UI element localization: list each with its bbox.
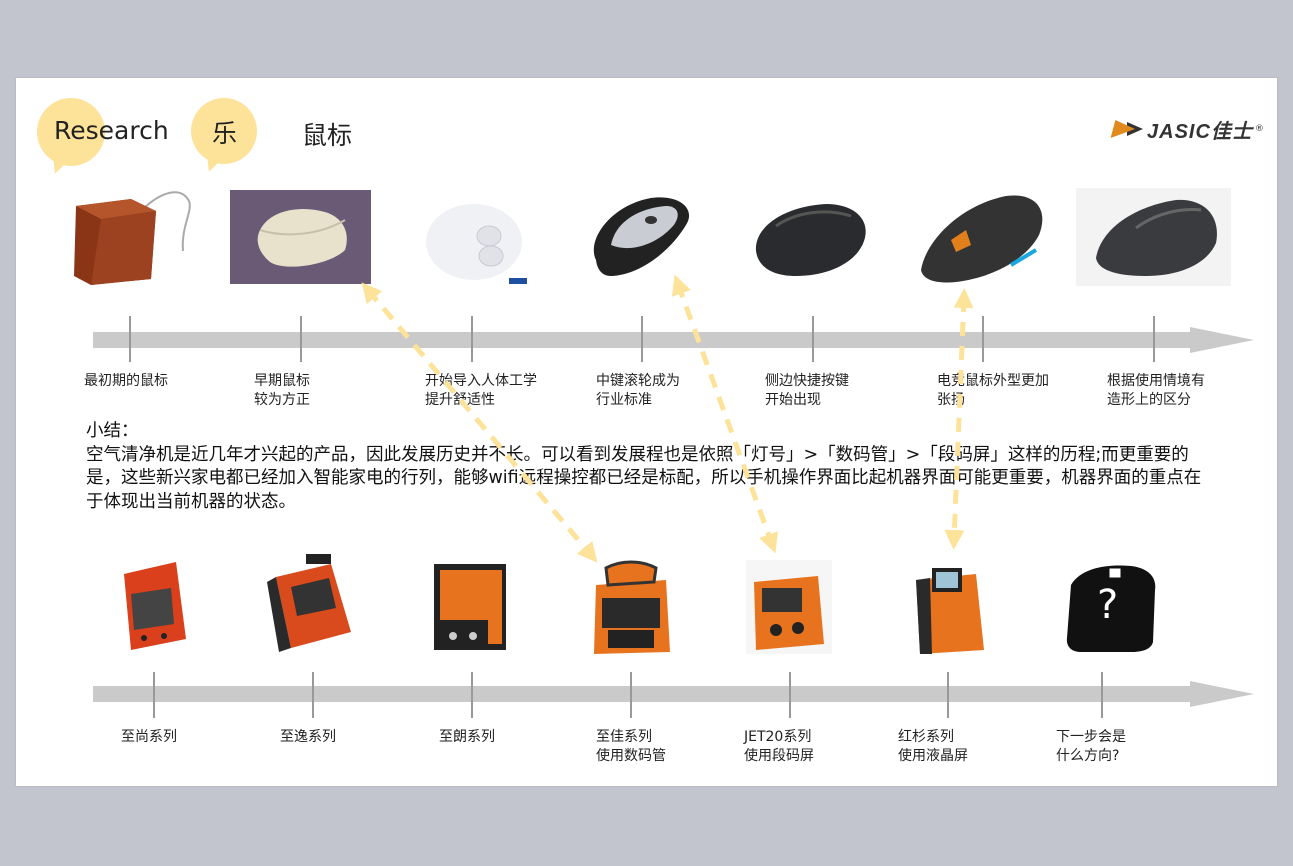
welder_timeline-label-line: 至朗系列 [439,729,495,745]
mouse_timeline-label: 最初期的鼠标 [84,372,168,391]
mouse_timeline-label: 中键滚轮成为行业标准 [596,372,680,410]
mouse_timeline-label-line: 行业标准 [596,392,652,408]
le-title: 乐 [212,119,238,148]
mouse_timeline-label-line: 张扬 [937,392,965,408]
mouse_timeline-label: 早期鼠标较为方正 [254,372,310,410]
mouse-image-gaming [911,190,1051,290]
summary-body: 空气清净机是近几年才兴起的产品，因此发展历史并不长。可以看到发展程也是依照「灯号… [86,444,1202,512]
mouse_timeline-label: 电竞鼠标外型更加张扬 [937,372,1049,410]
welder_timeline-label: JET20系列使用段码屏 [744,728,814,766]
welder_timeline-label-line: 下一步会是 [1056,729,1126,745]
mouse_timeline-tick [641,316,643,362]
welder-image-zhiyi [261,552,365,658]
mouse_timeline-tick [129,316,131,362]
mouse-image-contextual [1076,188,1231,286]
mouse_timeline-label-line: 电竞鼠标外型更加 [937,373,1049,389]
topic-title: 鼠标 [302,121,353,150]
mouse-timeline-axis [93,332,1203,348]
slide: Research 乐 鼠标 JASIC佳士 ® [16,78,1277,786]
mouse-timeline-arrow [1190,327,1254,353]
welder_timeline-label-line: 至佳系列 [596,729,652,745]
research-bubble [37,98,105,166]
mouse_timeline-label: 侧边快捷按键开始出现 [765,372,849,410]
mouse_timeline-label-line: 根据使用情境有 [1107,373,1205,389]
welder-image-hongshan [906,560,992,656]
jasic-logo: JASIC佳士 ® [1110,116,1268,143]
welder_timeline-label-line: 什么方向? [1056,748,1120,764]
welder_timeline-label-line: 至逸系列 [280,729,336,745]
mouse_timeline-label-line: 早期鼠标 [254,373,310,389]
mouse_timeline-label-line: 最初期的鼠标 [84,373,168,389]
welder-image-unknown: ? [1061,560,1161,654]
unknown-question-mark: ? [1097,582,1119,628]
summary-heading: 小结： [86,421,139,441]
welder_timeline-label: 下一步会是什么方向? [1056,728,1126,766]
welder_timeline-tick [789,672,791,718]
mouse_timeline-label-line: 侧边快捷按键 [765,373,849,389]
mouse-image-scroll-wheel [581,190,701,288]
le-bubble [191,98,257,164]
welder_timeline-label-line: 使用液晶屏 [898,748,968,764]
welder_timeline-label-line: JET20系列 [744,729,812,745]
mouse_timeline-label: 开始导入人体工学提升舒适性 [425,372,537,410]
mouse-image-wooden [71,181,197,286]
welder-image-zhishang [116,554,191,654]
mouse_timeline-tick [300,316,302,362]
mouse_timeline-label-line: 较为方正 [254,392,310,408]
welder_timeline-tick [947,672,949,718]
mouse_timeline-label-line: 开始出现 [765,392,821,408]
welder_timeline-label-line: 红杉系列 [898,729,954,745]
research-title: Research [54,116,169,145]
welder-image-zhilang [428,556,512,654]
logo-text: JASIC佳士 [1147,120,1253,143]
welder_timeline-label-line: 使用数码管 [596,748,666,764]
mouse-image-ergonomic [419,194,531,290]
welder-timeline-arrow [1190,681,1254,707]
mouse_timeline-label-line: 中键滚轮成为 [596,373,680,389]
welder-image-zhijia [586,560,676,656]
mouse_timeline-tick [812,316,814,362]
welder_timeline-label: 至朗系列 [439,728,495,747]
mouse_timeline-tick [1153,316,1155,362]
summary-block: 小结： 空气清净机是近几年才兴起的产品，因此发展历史并不长。可以看到发展程也是依… [86,420,1216,514]
mouse_timeline-label-line: 开始导入人体工学 [425,373,537,389]
welder_timeline-tick [153,672,155,718]
mouse-image-side-buttons [746,196,876,284]
welder_timeline-label: 至佳系列使用数码管 [596,728,666,766]
mouse_timeline-tick [982,316,984,362]
welder_timeline-label-line: 至尚系列 [121,729,177,745]
welder_timeline-tick [471,672,473,718]
mouse-image-early [230,190,371,284]
welder_timeline-tick [630,672,632,718]
welder-image-jet20 [746,560,832,654]
welder_timeline-label-line: 使用段码屏 [744,748,814,764]
welder_timeline-label: 至逸系列 [280,728,336,747]
welder_timeline-label: 至尚系列 [121,728,177,747]
welder_timeline-tick [1101,672,1103,718]
mouse_timeline-label-line: 提升舒适性 [425,392,495,408]
logo-registered: ® [1254,124,1264,134]
welder_timeline-tick [312,672,314,718]
mouse_timeline-tick [471,316,473,362]
welder_timeline-label: 红杉系列使用液晶屏 [898,728,968,766]
mouse_timeline-label: 根据使用情境有造形上的区分 [1107,372,1205,410]
mouse_timeline-label-line: 造形上的区分 [1107,392,1191,408]
logo-mark-icon [1127,122,1143,136]
welder-timeline-axis [93,686,1203,702]
